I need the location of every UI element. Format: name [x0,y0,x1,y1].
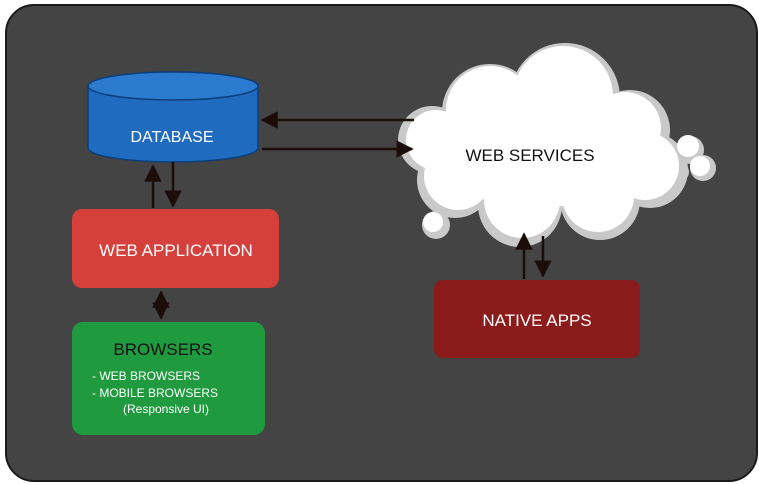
web-services-label: WEB SERVICES [465,146,594,165]
browsers-node: BROWSERS - WEB BROWSERS - MOBILE BROWSER… [72,322,265,435]
database-label: DATABASE [131,129,214,146]
web-application-node: WEB APPLICATION [72,209,279,288]
database-node: DATABASE [87,71,259,163]
connectors [144,111,552,320]
web-application-label: WEB APPLICATION [99,241,253,260]
native-apps-label: NATIVE APPS [482,311,591,330]
browsers-item-responsive: (Responsive UI) [123,402,209,416]
web-services-cloud: WEB SERVICES [398,43,716,247]
browsers-title: BROWSERS [113,340,212,359]
browsers-item-web: - WEB BROWSERS [92,369,200,383]
native-apps-node: NATIVE APPS [434,280,640,358]
browsers-item-mobile: - MOBILE BROWSERS [92,386,218,400]
